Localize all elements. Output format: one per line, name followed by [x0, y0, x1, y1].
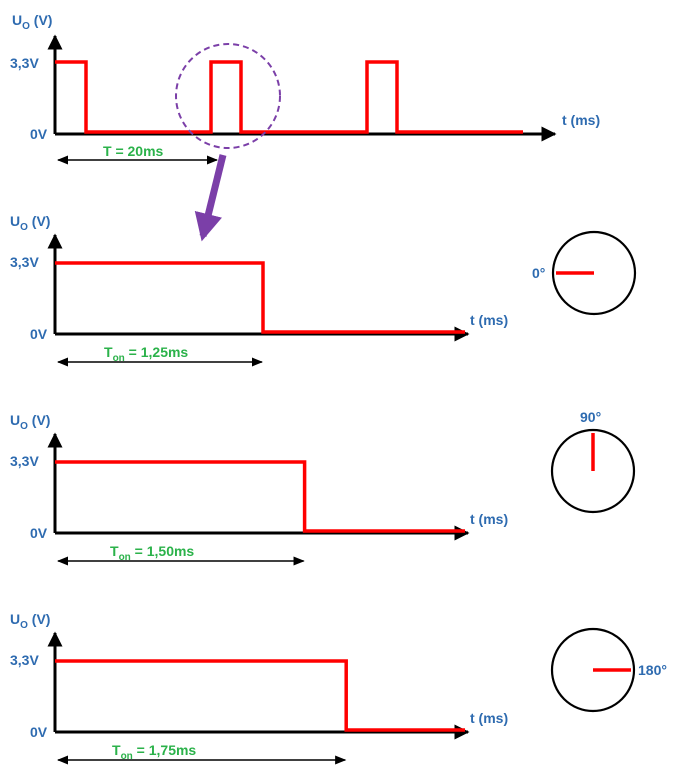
- top-pwm-chart: UO (V) 3,3V 0V t (ms) T = 20ms: [10, 12, 600, 242]
- top-y-low-label: 0V: [30, 126, 48, 142]
- panel-1-x-axis-label: t (ms): [470, 312, 508, 328]
- top-y-axis-label: UO (V): [12, 12, 52, 32]
- panel-2-angle-label: 90°: [580, 409, 601, 425]
- panel-3-y-axis-label: UO (V): [10, 611, 50, 631]
- panel-3-angle-label: 180°: [638, 662, 667, 678]
- panel-1-y-low-label: 0V: [30, 326, 48, 342]
- panel-3-pulse-signal: [55, 659, 465, 732]
- panel-1-ton-label: Ton = 1,25ms: [104, 344, 188, 364]
- panel-2-ton-label: Ton = 1,50ms: [110, 543, 194, 563]
- zoom-arrow: [194, 154, 227, 242]
- panel-3-y-high-label: 3,3V: [10, 652, 39, 668]
- zoom-highlight-circle: [175, 43, 281, 149]
- panel-2-y-high-label: 3,3V: [10, 453, 39, 469]
- panel-1: UO (V) 3,3V 0V t (ms) Ton = 1,25ms 0°: [10, 213, 637, 367]
- top-x-axis-label: t (ms): [562, 112, 600, 128]
- panel-3-x-axis-label: t (ms): [470, 710, 508, 726]
- panel-2-x-axis-label: t (ms): [470, 511, 508, 527]
- panel-3: UO (V) 3,3V 0V t (ms) Ton = 1,75ms 180°: [10, 611, 667, 765]
- panel-1-y-high-label: 3,3V: [10, 254, 39, 270]
- panel-3-y-low-label: 0V: [30, 724, 48, 740]
- panel-2-y-low-label: 0V: [30, 525, 48, 541]
- top-pwm-signal: [55, 60, 523, 134]
- panel-1-angle-label: 0°: [532, 265, 545, 281]
- panel-2-y-axis-label: UO (V): [10, 412, 50, 432]
- panel-2: UO (V) 3,3V 0V t (ms) Ton = 1,50ms 90°: [10, 409, 636, 566]
- period-label: T = 20ms: [103, 143, 164, 159]
- panel-1-pulse-signal: [55, 261, 465, 334]
- panel-2-pulse-signal: [55, 460, 465, 533]
- panel-1-y-axis-label: UO (V): [10, 213, 50, 233]
- panel-3-ton-label: Ton = 1,75ms: [112, 742, 196, 762]
- top-y-high-label: 3,3V: [10, 55, 39, 71]
